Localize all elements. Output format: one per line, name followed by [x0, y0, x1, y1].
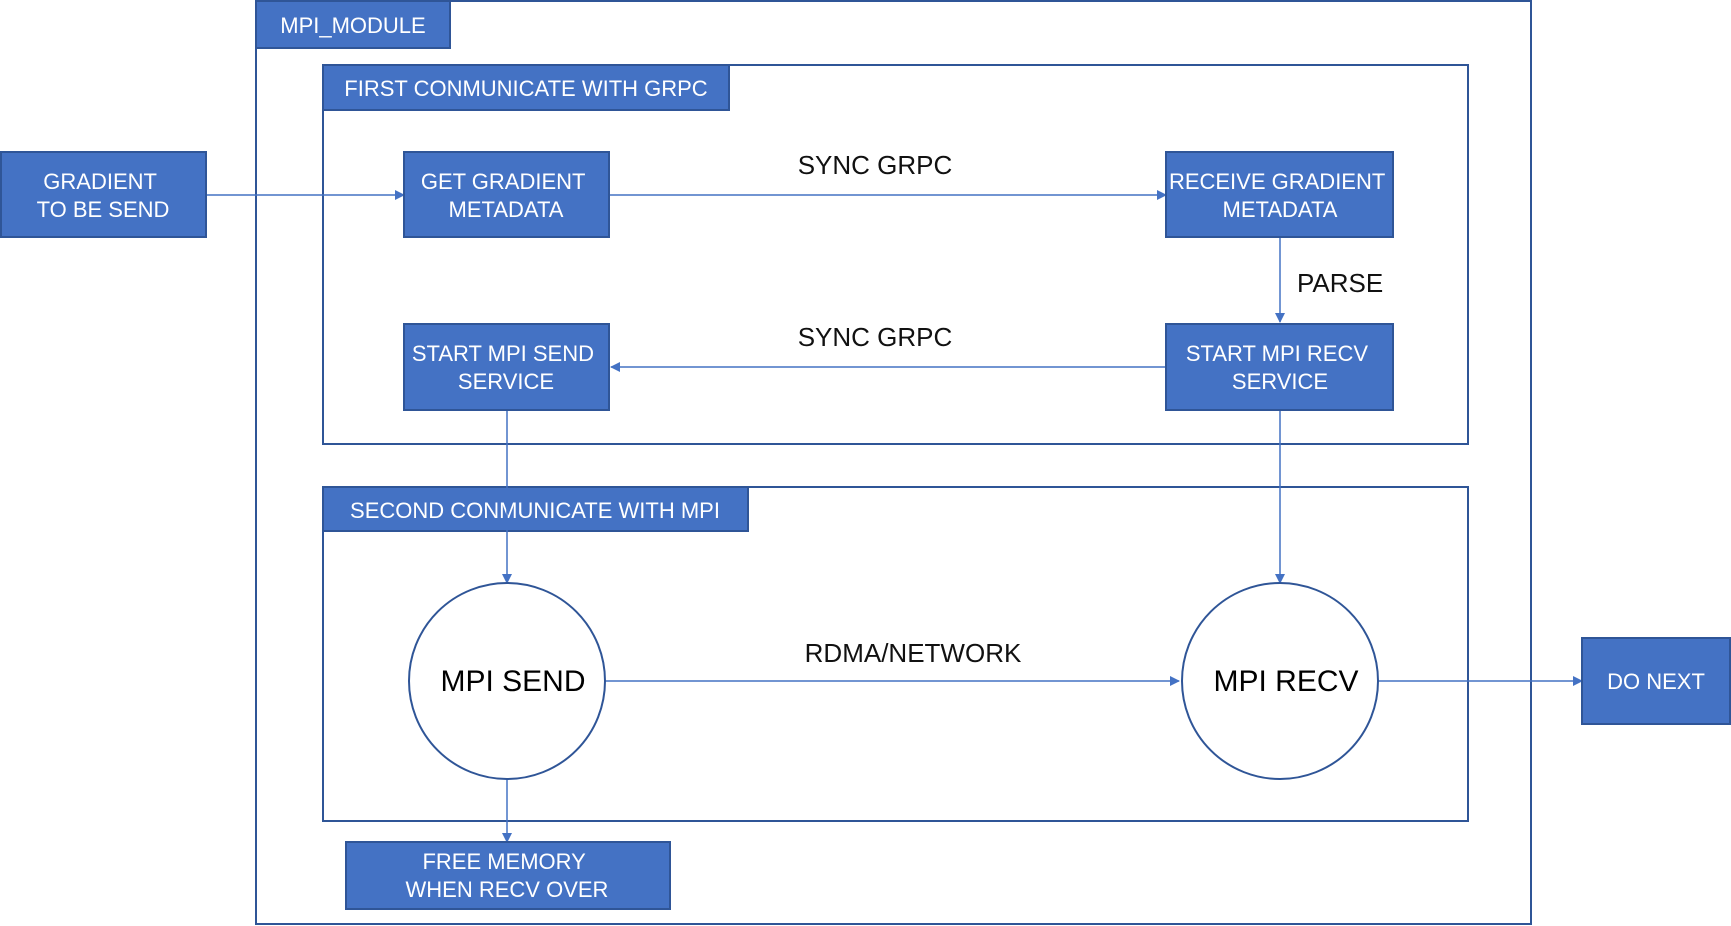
mpi-recv-node	[1181, 582, 1379, 780]
mpi-send-label: MPI SEND	[440, 665, 585, 698]
mpi-container-title: SECOND CONMUNICATE WITH MPI	[350, 498, 720, 523]
get-metadata-box	[403, 151, 610, 238]
mpi-module-title: MPI_MODULE	[280, 13, 425, 38]
mpi-module-frame	[255, 0, 1532, 925]
get-metadata-label: GET GRADIENT METADATA	[421, 169, 591, 222]
free-memory-label: FREE MEMORY WHEN RECV OVER	[406, 849, 609, 902]
free-memory-box	[345, 841, 671, 910]
start-recv-service-label: START MPI RECV SERVICE	[1186, 341, 1374, 394]
do-next-box	[1581, 637, 1731, 725]
edge-label-sync-grpc-bottom: SYNC GRPC	[798, 322, 953, 352]
grpc-container	[322, 64, 1469, 445]
mpi-send-node	[408, 582, 606, 780]
edge-label-sync-grpc-top: SYNC GRPC	[798, 150, 953, 180]
mpi-container-title-box	[322, 486, 749, 532]
edge-label-parse: PARSE	[1297, 268, 1383, 298]
gradient-input-label: GRADIENT TO BE SEND	[37, 169, 170, 222]
start-send-service-label: START MPI SEND SERVICE	[412, 341, 600, 394]
start-send-service-box	[403, 323, 610, 411]
edge-label-rdma-network: RDMA/NETWORK	[805, 638, 1022, 668]
mpi-recv-label: MPI RECV	[1213, 665, 1358, 698]
start-recv-service-box	[1165, 323, 1394, 411]
receive-metadata-label: RECEIVE GRADIENT METADATA	[1169, 169, 1391, 222]
gradient-input-box	[0, 151, 207, 238]
receive-metadata-box	[1165, 151, 1394, 238]
grpc-container-title-box	[322, 64, 730, 111]
do-next-label: DO NEXT	[1607, 669, 1705, 694]
grpc-container-title: FIRST CONMUNICATE WITH GRPC	[344, 76, 708, 101]
mpi-module-title-box	[255, 0, 451, 49]
mpi-container	[322, 486, 1469, 822]
